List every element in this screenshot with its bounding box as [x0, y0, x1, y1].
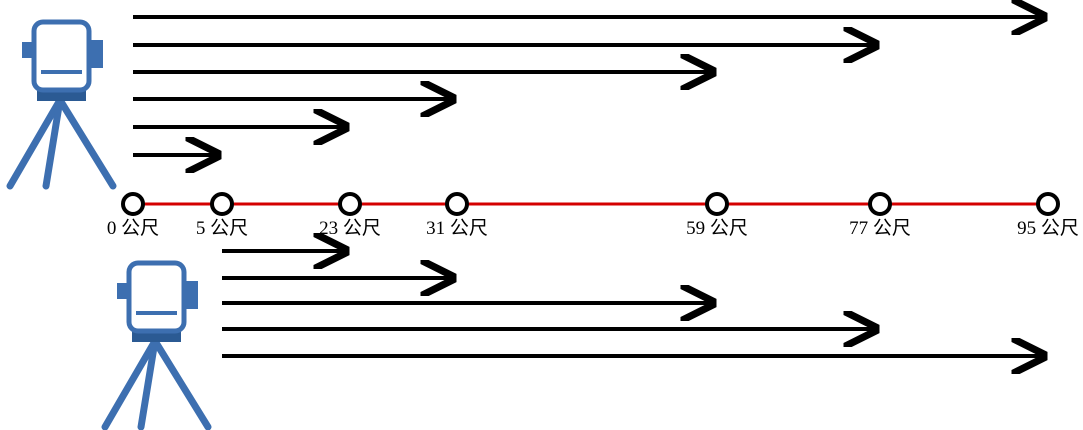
station-marker	[1036, 192, 1060, 216]
upper-surveying-instrument-icon	[10, 22, 113, 186]
lower-surveying-instrument-icon	[105, 263, 208, 427]
station-group: 0 公尺 5 公尺 23 公尺 31 公尺 59 公尺 77 公尺 95 公尺	[107, 192, 1079, 239]
station-marker	[445, 192, 469, 216]
station-marker	[705, 192, 729, 216]
station-label: 77 公尺	[849, 218, 911, 239]
station-marker	[210, 192, 234, 216]
station-marker	[868, 192, 892, 216]
station-label: 0 公尺	[107, 218, 159, 239]
station-label: 59 公尺	[686, 218, 748, 239]
station-label: 31 公尺	[426, 218, 488, 239]
lower-arrow-group	[222, 251, 1044, 356]
station-marker	[338, 192, 362, 216]
station-label: 95 公尺	[1017, 218, 1079, 239]
upper-arrow-group	[133, 17, 1044, 155]
station-marker	[121, 192, 145, 216]
station-label: 5 公尺	[196, 218, 248, 239]
station-label: 23 公尺	[319, 218, 381, 239]
